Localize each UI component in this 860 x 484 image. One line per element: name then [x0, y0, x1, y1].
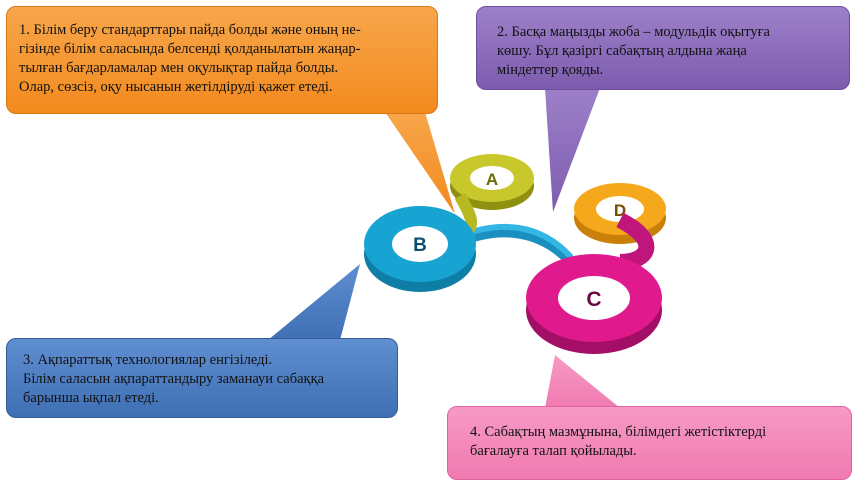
callout-1-line-4: Олар, сөзсіз, оқу нысанын жетілдіруді қа… [19, 79, 333, 95]
callout-1-line-3: тылған бағдарламалар мен оқулықтар пайда… [19, 60, 339, 76]
pink-callout-pointer [545, 355, 620, 408]
ring-b-letter: B [413, 235, 427, 256]
callout-4-line-2: бағалауға талап қойылады. [470, 443, 637, 459]
ring-c: C [526, 212, 662, 354]
purple-callout-pointer [545, 88, 600, 212]
ring-d: D [574, 183, 666, 244]
callout-2-line-2: көшу. Бұл қазіргі сабақтың алдына жаңа [497, 43, 747, 59]
callout-2-purple: 2. Басқа маңызды жоба – модульдік оқытуғ… [476, 6, 850, 90]
ring-b: B [364, 206, 476, 292]
callout-2-line-3: міндеттер қояды. [497, 62, 604, 78]
callout-4-line-1: 4. Сабақтың мазмұнына, білімдегі жетісті… [470, 424, 767, 440]
ring-c-letter: C [586, 288, 601, 311]
callout-1-line-2: гізінде білім саласында белсенді қолданы… [19, 41, 361, 57]
callout-4-pink: 4. Сабақтың мазмұнына, білімдегі жетісті… [447, 406, 852, 480]
ring-a-letter: A [486, 170, 498, 189]
callout-2-line-1: 2. Басқа маңызды жоба – модульдік оқытуғ… [497, 24, 770, 40]
callout-3-line-3: барынша ықпал етеді. [23, 390, 159, 406]
orange-callout-pointer [385, 112, 455, 214]
callout-3-blue: 3. Ақпараттық технологиялар енгізіледі. … [6, 338, 398, 418]
callout-1-orange: 1. Білім беру стандарттары пайда болды ж… [6, 6, 438, 114]
callout-3-line-2: Білім саласын ақпараттандыру заманауи са… [23, 371, 325, 387]
callout-1-line-1: 1. Білім беру стандарттары пайда болды ж… [19, 22, 361, 38]
blue-callout-pointer [268, 264, 360, 340]
callout-3-line-1: 3. Ақпараттық технологиялар енгізіледі. [23, 352, 273, 368]
